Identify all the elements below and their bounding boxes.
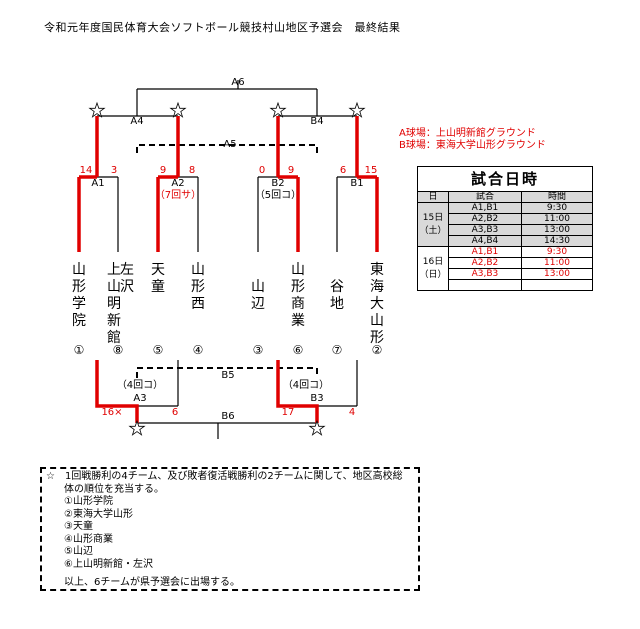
note-rank: ⑤山辺 (64, 546, 93, 557)
score-b3-right: 4 (348, 407, 356, 418)
schedule-empty-cell (448, 279, 522, 291)
schedule-match: A2,B2 (448, 257, 522, 269)
match-label-b3: B3 (310, 393, 324, 404)
match-label-a5: A5 (223, 139, 237, 150)
note-rank: ①山形学院 (64, 496, 113, 507)
note-rank: ④山形商業 (64, 533, 113, 545)
score-b2-left: 0 (258, 165, 266, 176)
note-rank: ③天童 (64, 521, 93, 532)
schedule-match: A4,B4 (448, 235, 522, 247)
seed-yachi: ⑦ (331, 343, 343, 357)
schedule-empty-cell (520, 279, 594, 291)
team-tokai-univ-yamagata: 東海大山形 (370, 262, 384, 346)
schedule-col-match: 試合 (448, 191, 522, 203)
note-footer: 以上、6チームが県予選会に出場する。 (64, 577, 241, 588)
match-label-b4: B4 (310, 116, 324, 127)
note-box: ☆ 1回戦勝利の4チーム、及び敗者復活戦勝利の2チームに関して、地区高校総 体の… (40, 467, 420, 591)
match-label-a6: A6 (231, 77, 245, 88)
b3-win-path (276, 360, 319, 423)
star-icon (269, 101, 287, 118)
schedule-match: A2,B2 (448, 213, 522, 225)
schedule-time: 11:00 (520, 213, 594, 225)
seed-yamagata-gakuin: ① (73, 343, 85, 357)
schedule-match: A3,B3 (448, 224, 522, 236)
match-label-a1: A1 (91, 178, 105, 189)
team-yamagata-shogyo: 山形商業 (291, 262, 305, 329)
star-icon (88, 101, 106, 118)
seed-yamagata-nishi: ④ (192, 343, 204, 357)
schedule-table: 試合日時 日 試合 時間 15日（土） A1,B1 9:30 A2,B2 11:… (417, 166, 594, 291)
match-label-b1: B1 (350, 178, 364, 189)
score-b1-right: 15 (364, 165, 378, 176)
score-a1-right: 3 (110, 165, 118, 176)
note-line: ☆ 1回戦勝利の4チーム、及び敗者復活戦勝利の2チームに関して、地区高校総 (46, 471, 403, 482)
match-label-a2: A2 (171, 178, 185, 189)
venue-b: B球場：東海大学山形グラウンド (399, 140, 546, 151)
note-rank: ②東海大学山形 (64, 508, 133, 520)
note-line: 体の順位を充当する。 (64, 483, 164, 495)
seed-tendo: ⑤ (152, 343, 164, 357)
match-note-a3: （4回コ） (116, 380, 164, 391)
seed-yamanobe: ③ (252, 343, 264, 357)
score-a1-left: 14 (79, 165, 93, 176)
score-b3-left: 17 (281, 407, 295, 418)
match-label-a4: A4 (130, 116, 144, 127)
star-icon (128, 419, 146, 436)
page-title: 令和元年度国民体育大会ソフトボール競技村山地区予選会 最終結果 (44, 21, 401, 34)
seed-yamagata-shogyo: ⑥ (292, 343, 304, 357)
schedule-time: 9:30 (520, 202, 594, 214)
match-note-b3: （4回コ） (282, 380, 330, 391)
match-label-b6: B6 (221, 411, 235, 422)
score-a2-right: 8 (188, 165, 196, 176)
schedule-col-day: 日 (417, 191, 449, 203)
team-tendo: 天童 (151, 262, 165, 295)
a5-line (136, 144, 318, 153)
match-label-b2: B2 (271, 178, 285, 189)
venue-legend: A球場：上山明新館グラウンド B球場：東海大学山形グラウンド (399, 128, 546, 152)
b5-line (136, 367, 318, 378)
match-note-a2: （7回サ） (154, 190, 202, 201)
schedule-time: 13:00 (520, 224, 594, 236)
schedule-time: 14:30 (520, 235, 594, 247)
schedule-time: 11:00 (520, 257, 594, 269)
schedule-match: A1,B1 (448, 246, 522, 258)
match-label-a3: A3 (133, 393, 147, 404)
schedule-time: 9:30 (520, 246, 594, 258)
venue-a: A球場：上山明新館グラウンド (399, 128, 536, 139)
schedule-match: A1,B1 (448, 202, 522, 214)
score-a2-left: 9 (159, 165, 167, 176)
a3-win-path (95, 360, 139, 423)
team-kaminoyama-meishinkan: 上山明新館 (107, 262, 121, 346)
schedule-col-time: 時間 (520, 191, 594, 203)
schedule-heading: 試合日時 (417, 166, 593, 192)
star-icon (308, 419, 326, 436)
team-aterazawa: 左沢 (120, 262, 134, 295)
note-rank: ⑥上山明新館・左沢 (64, 558, 153, 570)
team-yamanobe: 山辺 (251, 279, 265, 312)
schedule-day2: 16日（日） (417, 246, 449, 291)
match-label-b5: B5 (221, 370, 235, 381)
schedule-match: A3,B3 (448, 268, 522, 280)
team-yachi: 谷地 (330, 279, 344, 312)
score-b2-right: 9 (287, 165, 295, 176)
schedule-day1: 15日（土） (417, 202, 449, 247)
score-a3-left: 16× (101, 407, 123, 418)
score-a3-right: 6 (171, 407, 179, 418)
seed-tokai-univ-yamagata: ② (371, 343, 383, 357)
seed-kaminoyama-meishinkan: ⑧ (112, 343, 124, 357)
star-icon (348, 101, 366, 118)
schedule-time: 13:00 (520, 268, 594, 280)
star-icon (169, 101, 187, 118)
match-note-b2: （5回コ） (254, 190, 302, 201)
team-yamagata-nishi: 山形西 (191, 262, 205, 312)
score-b1-left: 6 (339, 165, 347, 176)
team-yamagata-gakuin: 山形学院 (72, 262, 86, 329)
